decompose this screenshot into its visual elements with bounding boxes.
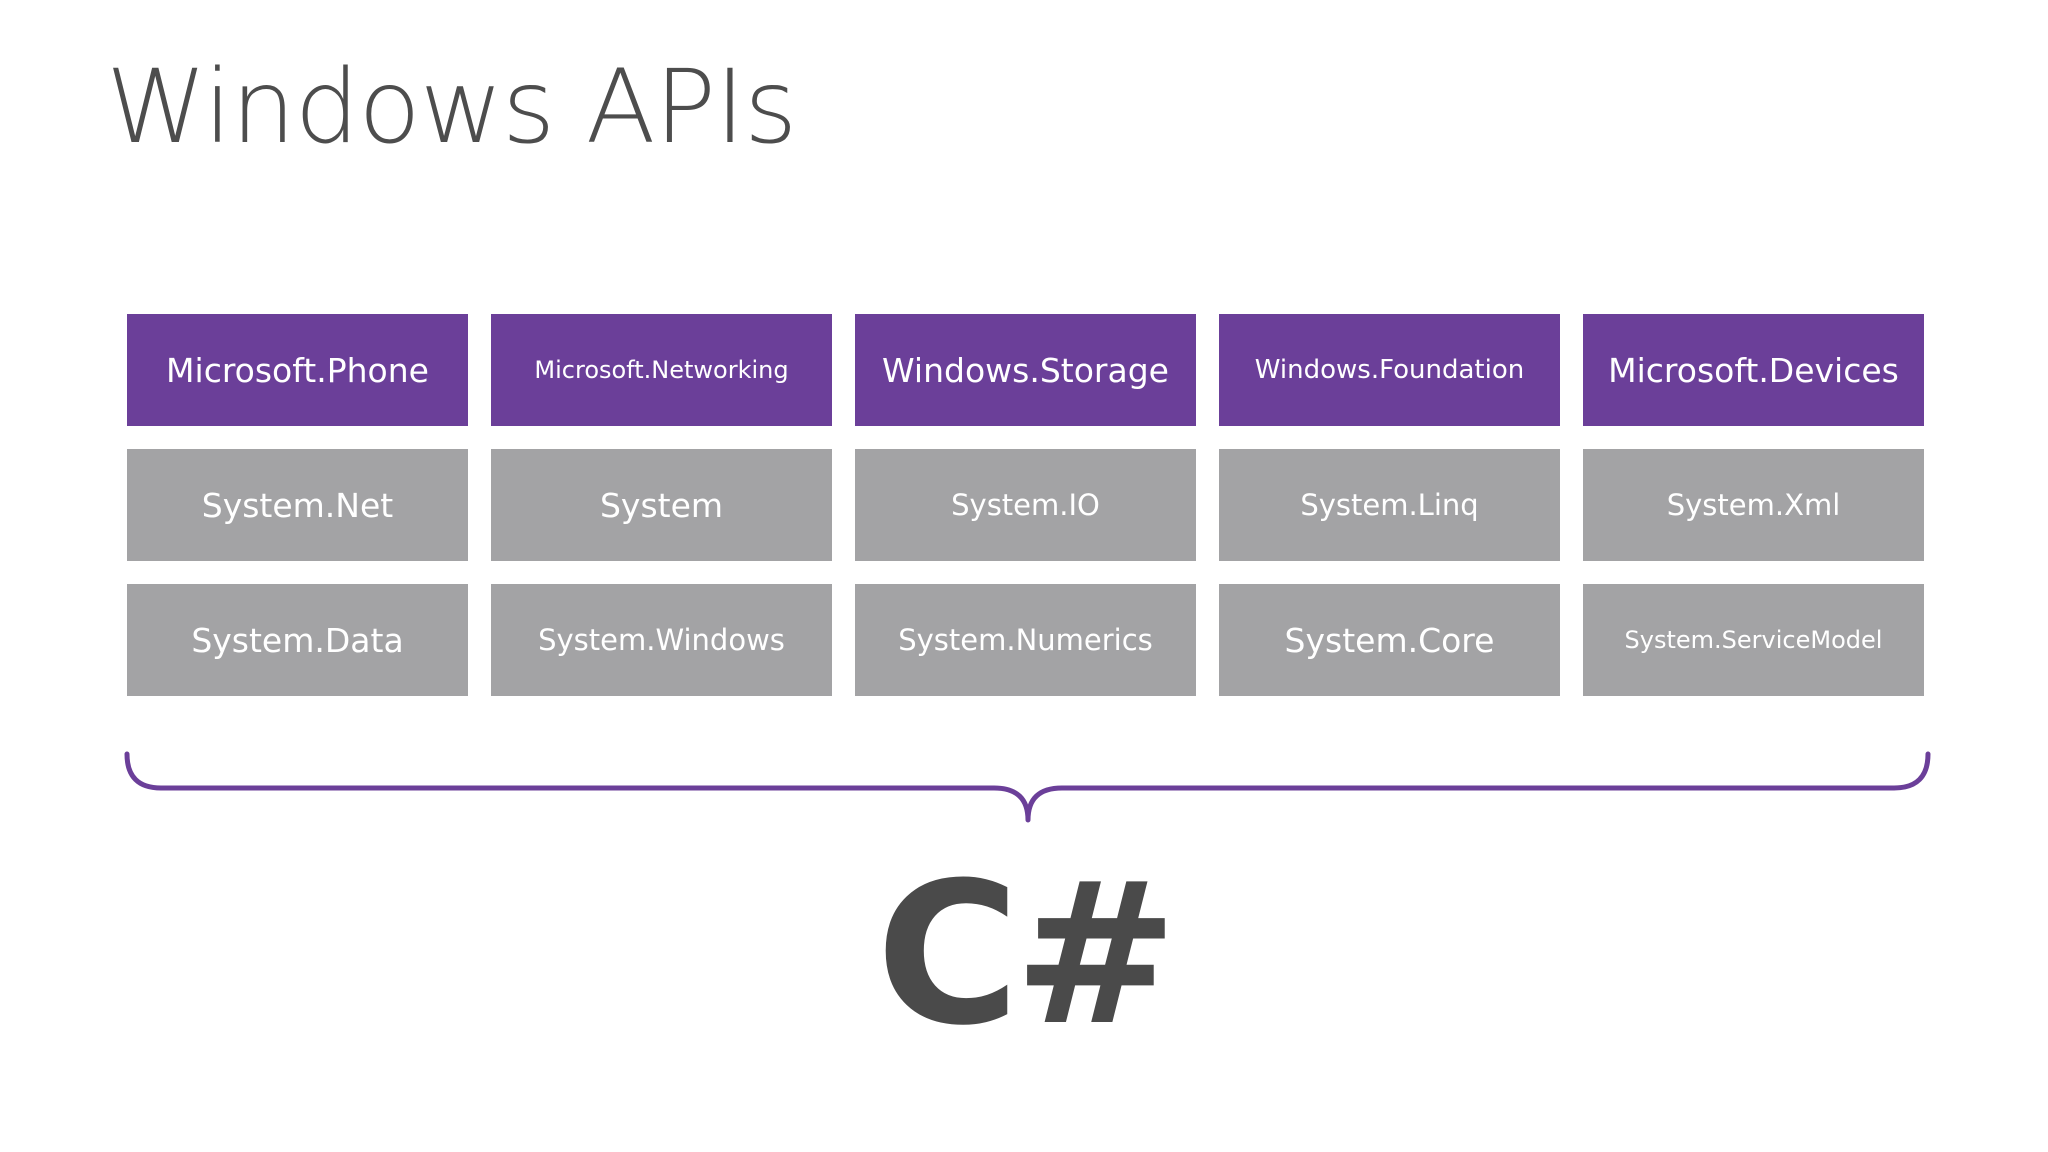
api-box-microsoft-devices: Microsoft.Devices [1583, 314, 1924, 426]
api-box-system-io: System.IO [855, 449, 1196, 561]
api-box-system: System [491, 449, 832, 561]
api-box-windows-storage: Windows.Storage [855, 314, 1196, 426]
api-grid: Microsoft.Phone Microsoft.Networking Win… [127, 314, 1927, 696]
slide-title: Windows APIs [106, 48, 797, 167]
api-box-microsoft-phone: Microsoft.Phone [127, 314, 468, 426]
api-box-windows-foundation: Windows.Foundation [1219, 314, 1560, 426]
api-box-system-data: System.Data [127, 584, 468, 696]
api-box-system-linq: System.Linq [1219, 449, 1560, 561]
api-box-microsoft-networking: Microsoft.Networking [491, 314, 832, 426]
api-box-system-xml: System.Xml [1583, 449, 1924, 561]
api-box-system-windows: System.Windows [491, 584, 832, 696]
language-label: C# [875, 841, 1178, 1069]
curly-brace-path [124, 751, 1931, 823]
api-box-system-net: System.Net [127, 449, 468, 561]
api-box-system-numerics: System.Numerics [855, 584, 1196, 696]
api-box-system-servicemodel: System.ServiceModel [1583, 584, 1924, 696]
api-box-system-core: System.Core [1219, 584, 1560, 696]
